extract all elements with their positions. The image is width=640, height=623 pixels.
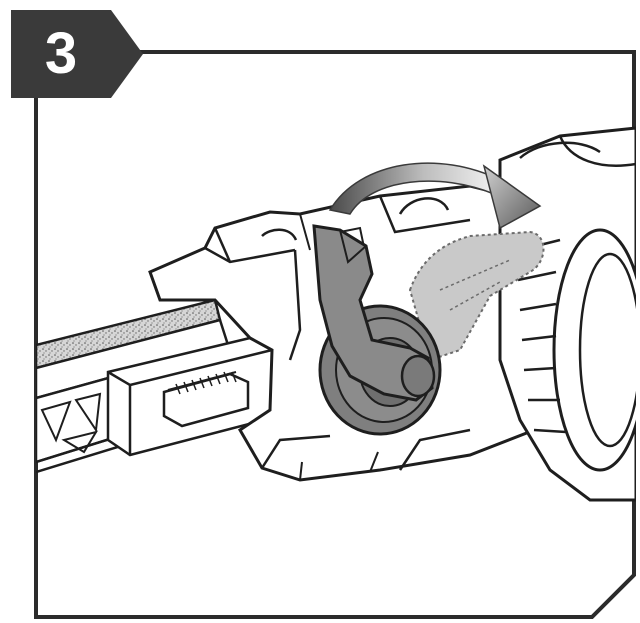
motor-body bbox=[498, 126, 636, 502]
clamp-block bbox=[106, 336, 274, 457]
step-number: 3 bbox=[44, 21, 78, 86]
curved-arrow-icon bbox=[328, 162, 542, 230]
step-badge: 3 bbox=[11, 10, 143, 98]
step-frame bbox=[34, 50, 636, 619]
lever-icon bbox=[312, 224, 436, 402]
lever-ghost-icon bbox=[408, 230, 545, 362]
